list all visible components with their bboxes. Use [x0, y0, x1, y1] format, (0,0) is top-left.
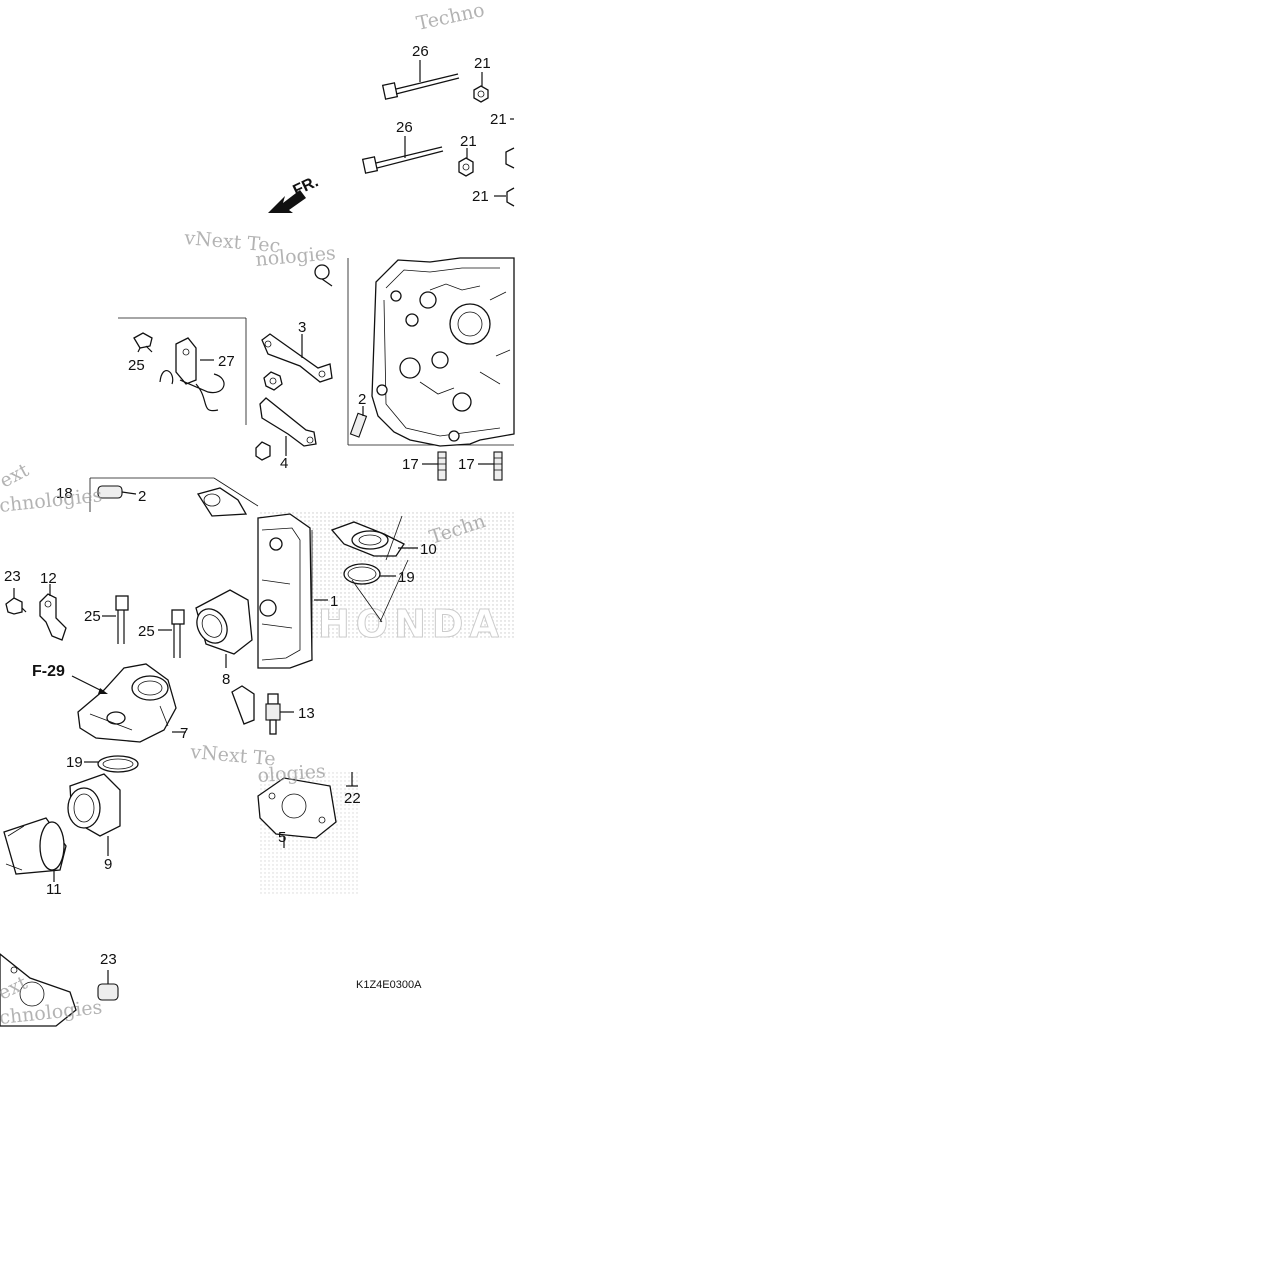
bolt-25 [102, 595, 129, 644]
callout-18: 18 [56, 485, 73, 502]
callout-21: 21 [472, 188, 489, 205]
callout-26: 26 [412, 43, 429, 60]
callout-7: 7 [180, 725, 188, 742]
nut-21 [458, 148, 474, 177]
bolt-small [314, 264, 333, 287]
callout-4: 4 [280, 455, 288, 472]
callout-2: 2 [358, 391, 366, 408]
callout-21: 21 [474, 55, 491, 72]
insulator-clamp-8 [195, 589, 253, 668]
dowel-pin-22 [346, 772, 358, 787]
bolt-23 [5, 588, 27, 615]
cylinder-head-section [257, 513, 313, 669]
throttle-body-9 [67, 773, 121, 856]
watermark: ologies [257, 760, 327, 787]
bolt-23 [133, 332, 153, 353]
o-ring-19 [84, 755, 139, 773]
callout-21: 21 [460, 133, 477, 150]
watermark: Techno [414, 0, 486, 35]
dowel-pin-2 [97, 485, 137, 499]
nut-21-partial [494, 187, 515, 207]
callout-23: 25 [128, 357, 145, 374]
callout-9: 9 [104, 856, 112, 873]
gasket-partial [231, 685, 255, 725]
cylinder-head [371, 257, 515, 447]
brand-watermark: HONDA [318, 602, 505, 646]
callout-25: 25 [84, 608, 101, 625]
callout-13: 13 [298, 705, 315, 722]
callout-26: 26 [396, 119, 413, 136]
stay-4 [259, 397, 317, 456]
spark-plug-13 [265, 693, 294, 735]
callout-5: 5 [278, 829, 286, 846]
stay-12 [39, 584, 67, 641]
callout-11: 11 [46, 881, 62, 898]
callout-25: 25 [138, 623, 155, 640]
bolt-26-mid [361, 136, 444, 174]
callout-8: 8 [222, 671, 230, 688]
front-direction-arrow-icon [268, 190, 306, 213]
callout-21: 21 [490, 111, 507, 128]
stay-3 [261, 333, 333, 383]
nut-21-partial [505, 118, 515, 169]
nut-partial [263, 371, 283, 391]
callout-17: 17 [458, 456, 475, 473]
watermark: chnologies [0, 484, 103, 517]
nut-partial [255, 441, 271, 461]
callout-23: 23 [4, 568, 21, 585]
nut-21 [473, 72, 489, 103]
callout-17: 17 [402, 456, 419, 473]
callout-12: 12 [40, 570, 57, 587]
bolt-25 [158, 609, 185, 658]
callout-22: 23 [100, 951, 117, 968]
dowel-pin-2 [349, 406, 368, 438]
bolt-26-top [381, 60, 460, 100]
direction-label: FR. [291, 173, 322, 199]
callout-3: 3 [298, 319, 306, 336]
stay-27 [159, 337, 225, 412]
insulator-10 [330, 521, 418, 557]
reference-label: F-29 [32, 663, 65, 680]
stud-bolt-17 [422, 451, 447, 481]
callout-2: 2 [138, 488, 146, 505]
callout-1: 1 [330, 593, 338, 610]
callout-19: 19 [398, 569, 415, 586]
watermark: ext [0, 459, 33, 492]
callout-27: 27 [218, 353, 235, 370]
intake-pipe-partial [196, 487, 248, 517]
gasket-5 [257, 777, 337, 848]
callout-10: 10 [420, 541, 437, 558]
diagram-code: K1Z4E0300A [356, 979, 422, 991]
connecting-tube-11 [3, 817, 67, 882]
stud-bolt-17 [478, 451, 503, 481]
callout-22: 22 [344, 790, 361, 807]
intake-manifold-7 [77, 663, 186, 743]
gasket-partial [0, 953, 77, 1027]
dowel-pin-22 [97, 970, 119, 1001]
callout-19: 19 [66, 754, 83, 771]
o-ring-19 [343, 563, 396, 585]
